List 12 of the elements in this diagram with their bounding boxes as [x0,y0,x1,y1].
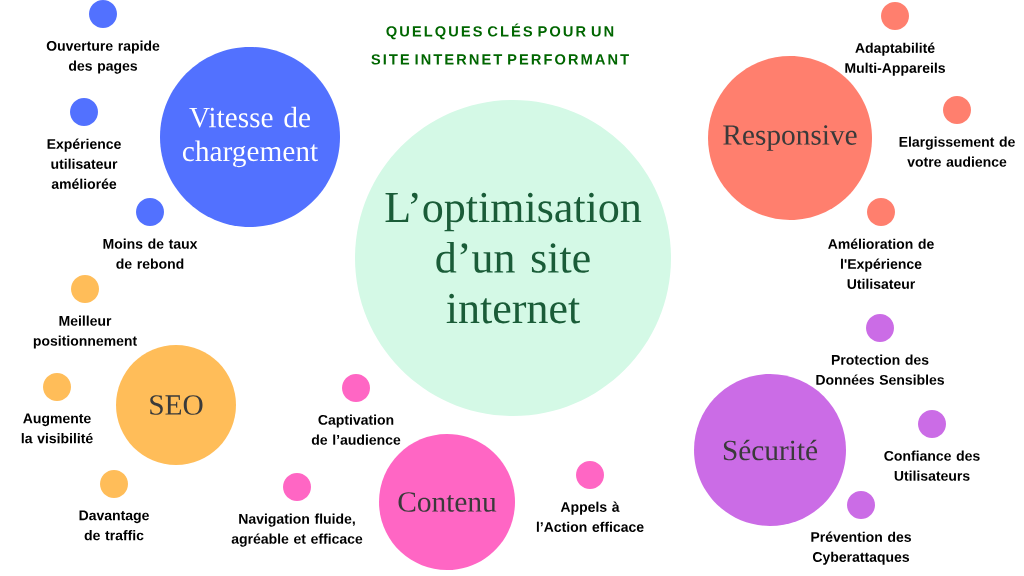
dot-caption: Prévention des Cyberattaques [811,531,911,565]
dot-caption: Davantage de traffic [79,510,149,541]
dot-caption: Confiance des Utilisateurs [884,450,980,481]
dot-caption: Moins de taux de rebond [103,238,198,269]
dot-caption: Elargissement de votre audience [899,136,1015,167]
dot-caption: Navigation fluide, agréable et efficace [231,513,363,547]
dot-caption: Augmente la visibilité [21,413,93,444]
dot-caption: Appels à l’Action efficace [536,501,644,532]
dot-caption: Amélioration de l'Expérience Utilisateur [828,238,934,289]
title: QUELQUES CLÉS POUR UN SITE INTERNET PERFORMANT [371,23,629,65]
dot-caption: Ouverture rapide des pages [46,40,160,74]
dot-caption: Expérience utilisateur améliorée [47,138,121,189]
